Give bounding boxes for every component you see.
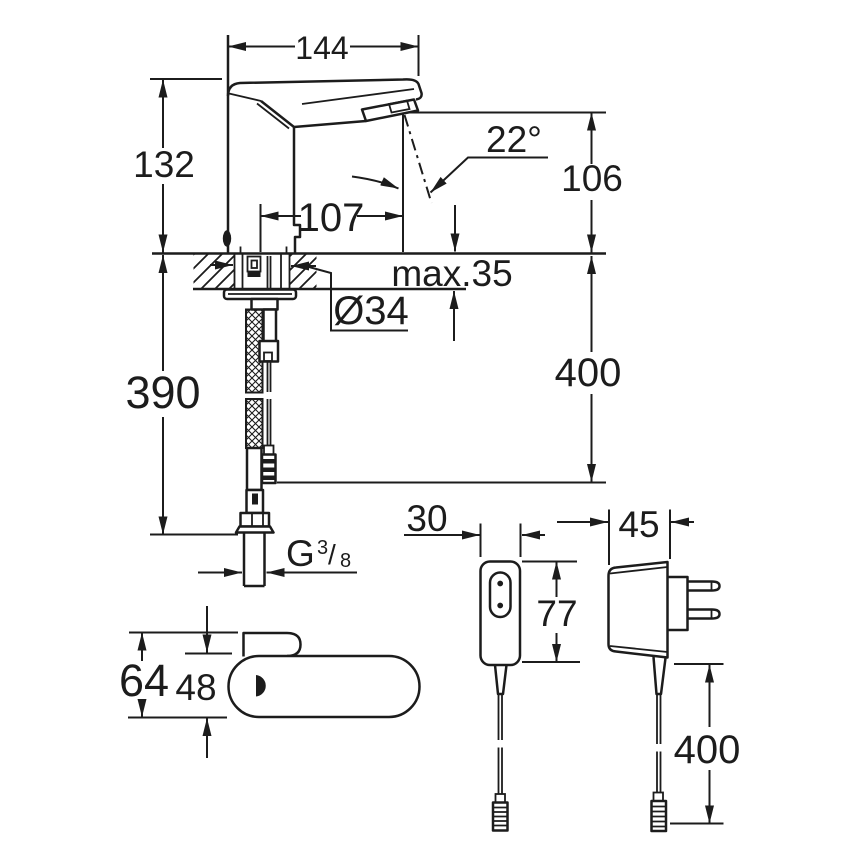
socket-pin-hole-top (497, 580, 504, 587)
label-height-132: 132 (133, 144, 195, 185)
label-reach-107: 107 (298, 196, 365, 240)
label-deck-max35: max.35 (391, 253, 512, 294)
adapter-cable-neck (652, 791, 664, 802)
label-thread-sup: 3 (317, 537, 328, 559)
cable-connector-band2 (262, 467, 276, 472)
adapter-cable (656, 694, 662, 793)
label-adapter-width-45: 45 (618, 504, 659, 545)
label-adapter-cable-400: 400 (674, 728, 741, 772)
thread-nipple (242, 532, 266, 588)
control-cable-neck (494, 793, 506, 804)
control-unit-strain-relief (493, 664, 508, 696)
adapter-body (607, 560, 669, 659)
dim-adapter-width-45: 45 (557, 504, 694, 565)
cable-filter-box (258, 339, 280, 363)
plug-pin-top (687, 580, 721, 592)
control-unit-cable (497, 694, 503, 794)
faucet-head-top (226, 78, 423, 101)
union-nut (239, 511, 271, 528)
dim-hole-dia-34: Ø34 (210, 260, 409, 333)
label-unit-height-77: 77 (536, 593, 577, 634)
label-thread-g: G (286, 533, 315, 574)
label-width-144: 144 (295, 30, 348, 66)
solenoid-tube (262, 308, 278, 343)
cable-connector-band1 (262, 459, 276, 464)
dim-deck-max35: max.35 (391, 205, 513, 341)
nut-flange (234, 525, 275, 534)
adapter-plug-block (667, 575, 689, 632)
dim-unit-width-30: 30 (404, 498, 545, 557)
label-hole-dia-34: Ø34 (333, 289, 409, 333)
dim-overall-64: 64 (119, 631, 238, 719)
mounting-section (152, 252, 606, 588)
braided-hose-lower (245, 398, 264, 449)
adapter-strain-relief (652, 656, 667, 696)
faucet-head-junction (228, 92, 262, 102)
cable-plug-in-shank (246, 255, 262, 273)
label-thread-slash: / (328, 539, 336, 570)
counter-hatch-right (289, 254, 317, 289)
faucet-head-bevel-inner (256, 102, 290, 130)
label-outlet-height-106: 106 (561, 158, 623, 199)
sensor-cable-lower (266, 399, 272, 446)
adapter-inner-bottom (609, 645, 668, 653)
label-angle-22: 22° (486, 119, 542, 160)
dim-height-132: 132 (133, 78, 222, 253)
dim-adapter-cable-400: 400 (670, 663, 741, 825)
faucet-body-outline (227, 654, 421, 719)
sensor-window-dot (222, 230, 232, 247)
cable-filter-inner (263, 351, 273, 362)
spout-tip-tab (242, 631, 302, 658)
faucet-top-view: 64 48 (119, 606, 421, 758)
adapter-plug-ribs (651, 805, 666, 828)
dim-unit-height-77: 77 (522, 560, 580, 663)
dim-angle-22: 22° (351, 119, 548, 194)
adapter-inner-top (609, 566, 668, 575)
label-body-48: 48 (175, 667, 216, 708)
aerator-inner-detail (387, 99, 411, 114)
counter-hatch-left (193, 254, 235, 289)
control-unit: 30 77 (404, 498, 580, 832)
control-unit-body (479, 560, 522, 667)
plug-pin-bottom (687, 608, 721, 620)
label-unit-width-30: 30 (406, 498, 447, 539)
label-overall-64: 64 (119, 655, 169, 706)
dim-hose-390: 390 (125, 255, 238, 536)
label-thread-sub: 8 (340, 550, 351, 572)
water-stream-line (403, 114, 433, 204)
faucet-side-view (222, 35, 433, 253)
dim-outlet-height-106: 106 (406, 111, 623, 253)
power-adapter: 45 400 (557, 504, 741, 833)
faucet-head-underside (260, 100, 367, 129)
sensor-cable-upper (266, 361, 272, 392)
dim-thread-g38: G 3 / 8 (198, 533, 357, 577)
faucet-head-chamfer (301, 88, 415, 105)
dim-body-48: 48 (175, 606, 232, 758)
dim-reach-107: 107 (259, 113, 404, 252)
socket-pin-hole-bottom (497, 602, 504, 609)
label-cable-400: 400 (555, 351, 622, 395)
sensor-window-top (256, 675, 266, 697)
hose-crimp-sleeve (245, 446, 263, 492)
socket-recess (488, 571, 512, 619)
control-plug-ribs (493, 806, 508, 827)
cable-plug-inner (250, 259, 258, 269)
union-nut-facets (251, 513, 264, 527)
dim-width-144: 144 (228, 30, 420, 76)
cable-plug-band (247, 271, 261, 277)
cable-connector-neck (263, 444, 275, 456)
faucet-body-front-edge (292, 127, 302, 253)
cable-in-shank (266, 256, 272, 289)
dim-cable-400: 400 (277, 256, 622, 484)
label-hose-390: 390 (125, 367, 200, 418)
hose-fitting-inner (252, 493, 258, 505)
shank-nut (250, 297, 279, 311)
cable-connector-band3 (262, 475, 276, 480)
